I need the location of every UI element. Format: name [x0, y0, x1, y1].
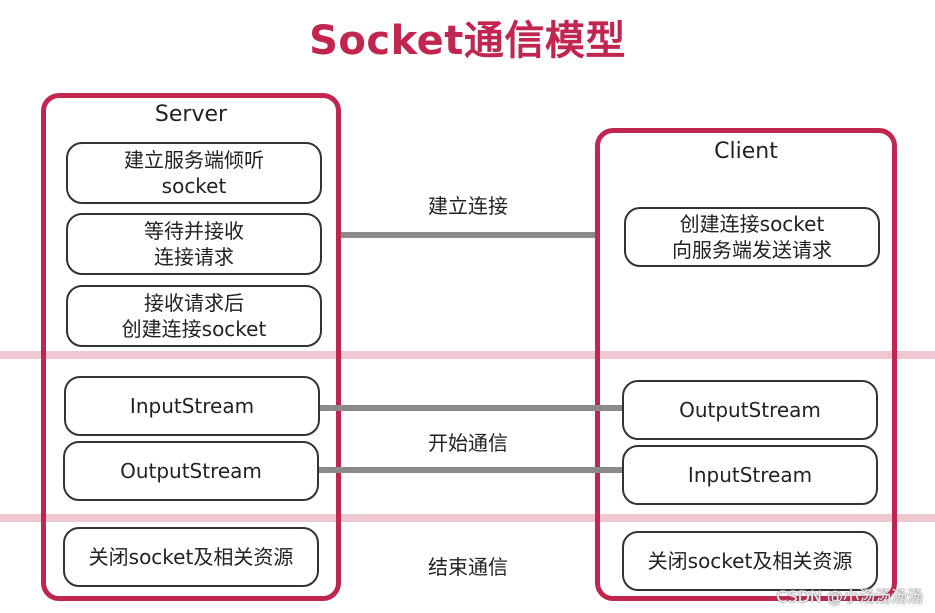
diagram-title: Socket通信模型 [309, 18, 626, 64]
client-outputstream-box: OutputStream [622, 380, 878, 440]
client-label: Client [714, 139, 778, 164]
phase-label-end: 结束通信 [428, 555, 508, 579]
client-close-label: 关闭socket及相关资源 [647, 549, 853, 573]
phase-divider-lower [0, 514, 935, 522]
server-close-box: 关闭socket及相关资源 [63, 527, 319, 587]
phase-label-communicate: 开始通信 [428, 431, 508, 455]
server-label: Server [154, 102, 228, 127]
server-listen-line2: socket [161, 174, 227, 198]
server-outputstream-box: OutputStream [63, 441, 319, 501]
server-panel [41, 93, 341, 601]
phase-divider-upper [0, 351, 935, 359]
client-panel [595, 128, 897, 601]
server-output-to-client-input-line [319, 467, 622, 473]
server-listen-line1: 建立服务端倾听 [124, 148, 264, 172]
watermark-text: CSDN @小汤汤汤汤 [776, 587, 923, 606]
client-close-box: 关闭socket及相关资源 [622, 531, 878, 591]
server-listen-box: 建立服务端倾听 socket [66, 142, 322, 204]
server-wait-box: 等待并接收 连接请求 [66, 213, 322, 275]
server-inputstream-box: InputStream [64, 376, 320, 436]
phase-label-connect: 建立连接 [428, 194, 508, 218]
server-outputstream-label: OutputStream [120, 459, 262, 483]
server-input-to-client-output-line [320, 405, 622, 411]
client-create-line2: 向服务端发送请求 [672, 238, 832, 262]
server-close-label: 关闭socket及相关资源 [88, 545, 294, 569]
server-accept-line2: 创建连接socket [121, 317, 267, 341]
server-inputstream-label: InputStream [129, 394, 255, 418]
client-outputstream-label: OutputStream [679, 398, 821, 422]
client-inputstream-box: InputStream [622, 445, 878, 505]
client-create-line1: 创建连接socket [679, 212, 825, 236]
client-inputstream-label: InputStream [687, 463, 813, 487]
server-wait-line2: 连接请求 [154, 245, 234, 269]
client-create-box: 创建连接socket 向服务端发送请求 [624, 207, 880, 267]
connect-line [341, 232, 595, 238]
server-wait-line1: 等待并接收 [144, 219, 244, 243]
server-accept-line1: 接收请求后 [144, 291, 244, 315]
server-accept-box: 接收请求后 创建连接socket [66, 285, 322, 347]
